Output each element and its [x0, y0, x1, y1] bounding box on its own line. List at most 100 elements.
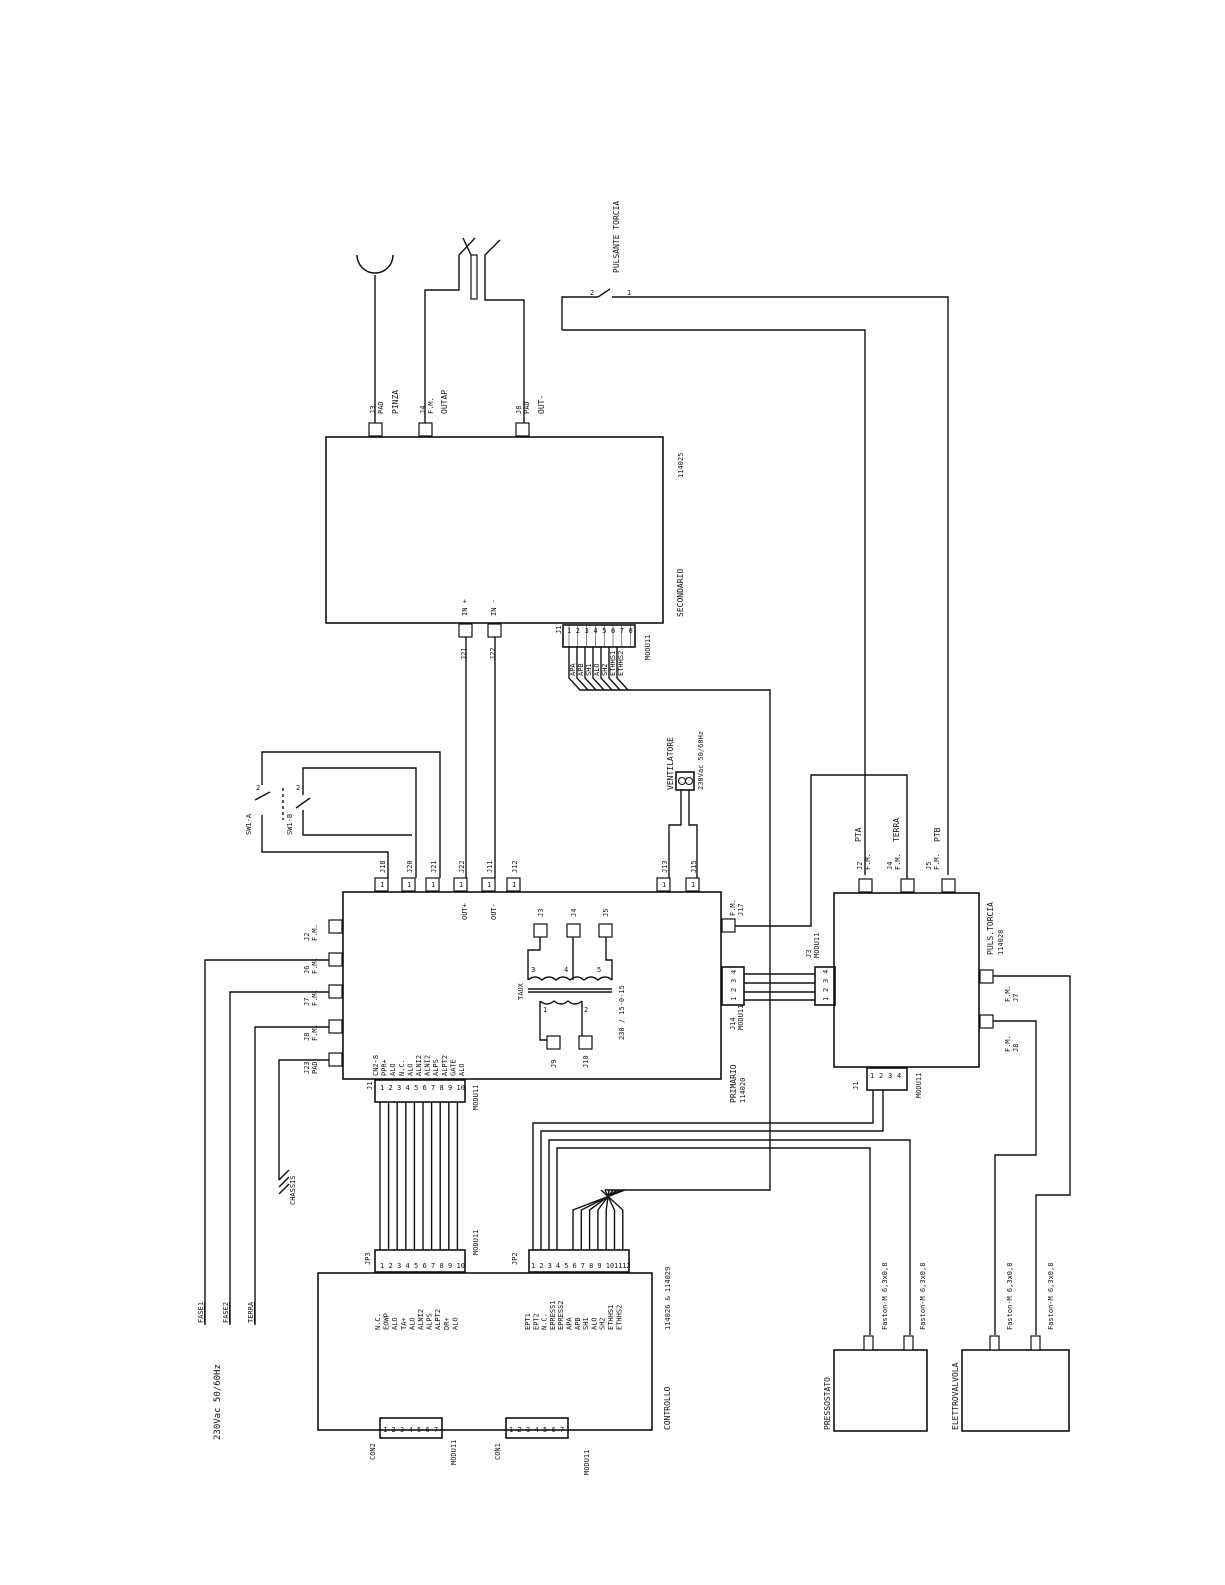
primario-left-conn: J7	[303, 998, 311, 1006]
controllo-jp3-pin-2: 2	[389, 1262, 393, 1270]
primario-j14-pin-3: 3	[730, 979, 738, 983]
secondario-name: SECONDARIO	[676, 569, 685, 617]
controllo-jp3-pin-4: 4	[406, 1262, 410, 1270]
primario-top-conn-j11: J11	[486, 860, 494, 873]
controllo-con1-pin-5: 5	[543, 1426, 547, 1434]
controllo-jp2-signal: ETHHS1	[607, 1305, 615, 1330]
secondario-j22-pin	[487, 623, 502, 638]
controllo-jp2-pin-9: 9	[597, 1262, 601, 1270]
puls-j3-label: J3	[805, 950, 813, 958]
primario-top-conn-j22: J22	[458, 860, 466, 873]
taux-j5-pin	[598, 923, 613, 938]
primario-j1-signal: ALNI2	[424, 1055, 432, 1076]
secondario-j21-pin	[458, 623, 473, 638]
primario-left-conn: J6	[303, 966, 311, 974]
primario-j1-signal: ALPS	[432, 1059, 440, 1076]
controllo-jp2-signal: EPRESS2	[557, 1300, 565, 1330]
secondario-j8-pad	[515, 422, 530, 437]
puls-j5-pin	[941, 878, 956, 893]
puls-j3-pin-4: 4	[822, 970, 830, 974]
primario-j14-pin-4: 4	[730, 970, 738, 974]
taux-name: TAUX	[517, 982, 525, 1000]
controllo-jp2-pin-2: 2	[539, 1262, 543, 1270]
primario-j17-type: F.M.	[729, 899, 737, 916]
primario-left-type: F.M.	[311, 1024, 319, 1041]
primario-j1-modu: MODU11	[472, 1085, 480, 1110]
fan-rating: 230Vac 50/60Hz	[697, 731, 705, 790]
controllo-jp2-signal: APB	[574, 1317, 582, 1330]
taux-j10-pin	[578, 1035, 593, 1050]
controllo-jp3-modu: MODU11	[472, 1230, 480, 1255]
primario-top-pin-j12	[506, 877, 521, 892]
primario-j14-pin-2: 2	[730, 988, 738, 992]
taux-j4-pin	[566, 923, 581, 938]
primario-j14-pin-1: 1	[730, 997, 738, 1001]
controllo-con1-modu: MODU11	[583, 1450, 591, 1475]
controllo-jp2-signal: SH2	[599, 1317, 607, 1330]
pressostato-name: PRESSOSTATO	[823, 1377, 832, 1430]
controllo-jp2-signal: ALO	[590, 1317, 598, 1330]
pressostato-faston-label-2: Faston-M 6,3x0,8	[919, 1263, 927, 1330]
primario-top-conn-j18: J18	[379, 860, 387, 873]
puls-name: PULS.TORCIA	[986, 902, 995, 955]
controllo-con2-pin-3: 3	[400, 1426, 404, 1434]
pressostato-faston-2	[903, 1335, 914, 1351]
taux-pin-5: 5	[597, 966, 601, 974]
primario-top-pin-num: 1	[380, 881, 384, 889]
secondario-j4-type: F.M.	[427, 397, 435, 414]
primario-j1-header	[374, 1079, 466, 1103]
controllo-con2-label: CON2	[369, 1443, 377, 1460]
secondario-j1-signal: ALO	[593, 663, 601, 676]
secondario-j4-fm	[418, 422, 433, 437]
puls-j4-type: F.M.	[894, 853, 902, 870]
primario-j1-pin-5: 5	[414, 1084, 418, 1092]
secondario-j8-label: J8	[515, 406, 523, 414]
controllo-jp3-pin-10: 10	[457, 1262, 465, 1270]
taux-pin-2: 2	[584, 1006, 588, 1014]
taux-j5-label: J5	[602, 909, 610, 917]
primario-top-pin-j11	[481, 877, 496, 892]
controllo-jp3-signal: ALPT2	[434, 1309, 442, 1330]
puls-terra: TERRA	[892, 818, 901, 842]
primario-left-pin-j23	[328, 1052, 343, 1067]
secondario-j1-label: J1	[555, 626, 563, 634]
secondario-j1-header	[562, 624, 636, 648]
primario-top-pin-j22	[453, 877, 468, 892]
pressostato-module: PRESSOSTATO Faston-M 6,3x0,8 Faston-M 6,…	[823, 1263, 928, 1432]
primario-j1-signal: GATE	[449, 1059, 457, 1076]
pulsante-torcia-label: PULSANTE TORCIA	[612, 201, 621, 273]
primario-top-conn-j13: J13	[661, 860, 669, 873]
controllo-con1-pin-7: 7	[560, 1426, 564, 1434]
controllo-jp3-pin-3: 3	[397, 1262, 401, 1270]
elettrovalvola-faston-label-2: Faston-M 6,3x0,8	[1047, 1263, 1055, 1330]
primario-top-pin-j13	[656, 877, 671, 892]
primario-j1-pin-10: 10	[457, 1084, 465, 1092]
taux-j4-label: J4	[570, 909, 578, 917]
primario-left-pin-j2	[328, 919, 343, 934]
puls-j7-type: F.M.	[1004, 985, 1012, 1002]
controllo-con2-pin-7: 7	[434, 1426, 438, 1434]
secondario-outminus-label: OUT-	[537, 395, 546, 414]
puls-j1-pin-3: 3	[888, 1072, 892, 1080]
controllo-jp3-label: JP3	[364, 1252, 372, 1265]
primario-top-conn-j15: J15	[690, 860, 698, 873]
secondario-j1-signal: SH1	[585, 663, 593, 676]
secondario-j22-label: J22	[489, 647, 497, 660]
controllo-jp3-signal: TA+	[400, 1317, 408, 1330]
primario-left-pin-j8	[328, 1019, 343, 1034]
taux-pin-3: 3	[531, 966, 535, 974]
secondario-j4-label: J4	[419, 406, 427, 414]
controllo-con1-pin-1: 1	[509, 1426, 513, 1434]
switch-sw1a-pin2: 2	[256, 784, 260, 792]
elettrovalvola-wiring	[993, 975, 1071, 1335]
controllo-jp2-signal: N.C.	[541, 1313, 549, 1330]
secondario-j1-signal: ETHHS1	[609, 651, 617, 676]
puls-j7-pin	[979, 969, 994, 984]
controllo-jp2-signal: APA	[566, 1317, 574, 1330]
puls-j1-pin-1: 1	[870, 1072, 874, 1080]
secondario-module: J3 PAD PINZA J4 F.M. OUTAP J8 PAD OUT- I…	[325, 390, 685, 676]
primario-left-type: F.M.	[311, 924, 319, 941]
primario-j1-signal: ALO	[458, 1063, 466, 1076]
primario-left-pin-j7	[328, 984, 343, 999]
